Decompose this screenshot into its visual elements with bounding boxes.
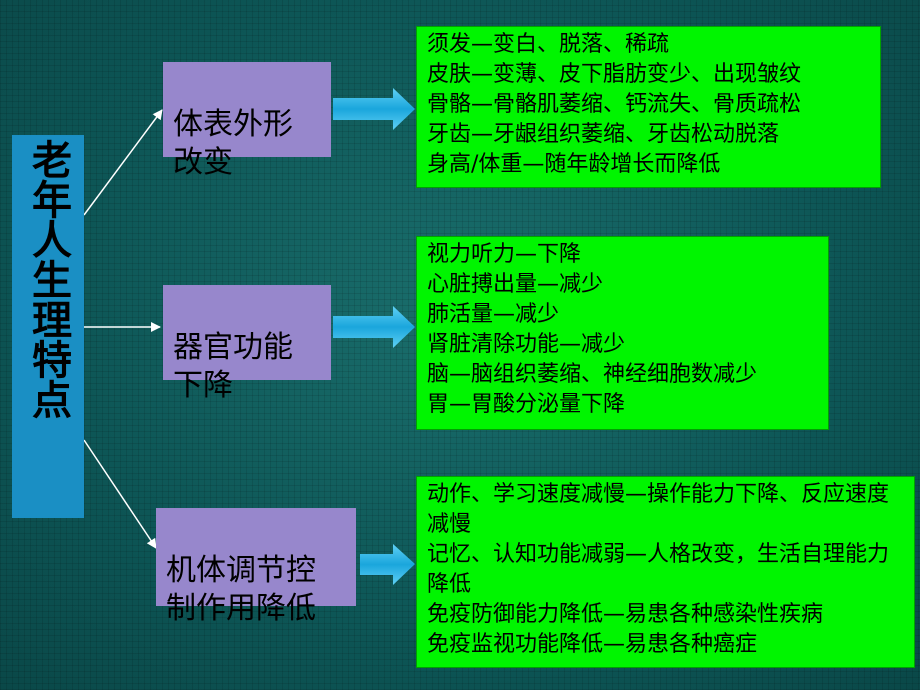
- detail-line: 免疫防御能力降低—易患各种感染性疾病: [427, 602, 824, 627]
- category-box-regulation: 机体调节控 制作用降低: [156, 508, 356, 626]
- detail-line: 须发—变白、脱落、稀疏: [427, 32, 670, 57]
- category-label: 器官功能 下降: [173, 330, 293, 403]
- category-label: 机体调节控 制作用降低: [166, 553, 316, 626]
- detail-line: 肾脏清除功能—减少: [427, 332, 626, 357]
- connector-line-1: [83, 109, 163, 216]
- detail-line: 肺活量—减少: [427, 302, 560, 327]
- block-arrow-1: [333, 88, 415, 130]
- detail-line: 脑—脑组织萎缩、神经细胞数减少: [427, 362, 758, 387]
- block-arrow-2: [333, 306, 415, 348]
- detail-box-organ-function: 视力听力—下降 心脏搏出量—减少 肺活量—减少 肾脏清除功能—减少 脑—脑组织萎…: [416, 236, 829, 430]
- detail-line: 免疫监视功能降低—易患各种癌症: [427, 632, 758, 657]
- detail-line: 身高/体重—随年龄增长而降低: [427, 152, 721, 177]
- connector-line-3: [83, 439, 157, 549]
- main-title: 老年人生理特点: [25, 139, 71, 419]
- detail-line: 视力听力—下降: [427, 242, 582, 267]
- detail-line: 胃—胃酸分泌量下降: [427, 392, 626, 417]
- category-box-organ-function: 器官功能 下降: [163, 285, 331, 403]
- category-label: 体表外形 改变: [173, 107, 293, 180]
- detail-box-appearance: 须发—变白、脱落、稀疏 皮肤—变薄、皮下脂肪变少、出现皱纹 骨骼—骨骼肌萎缩、钙…: [416, 26, 881, 188]
- block-arrow-3: [360, 544, 415, 585]
- detail-line: 牙齿—牙龈组织萎缩、牙齿松动脱落: [427, 122, 780, 147]
- detail-line: 动作、学习速度减慢—操作能力下降、反应速度减慢: [427, 482, 890, 537]
- category-box-appearance: 体表外形 改变: [163, 62, 331, 180]
- detail-line: 皮肤—变薄、皮下脂肪变少、出现皱纹: [427, 62, 802, 87]
- detail-line: 心脏搏出量—减少: [427, 272, 604, 297]
- detail-line: 记忆、认知功能减弱—人格改变，生活自理能力降低: [427, 542, 890, 597]
- detail-line: 骨骼—骨骼肌萎缩、钙流失、骨质疏松: [427, 92, 802, 117]
- detail-box-regulation: 动作、学习速度减慢—操作能力下降、反应速度减慢 记忆、认知功能减弱—人格改变，生…: [416, 476, 915, 668]
- main-title-box: 老年人生理特点: [12, 135, 84, 518]
